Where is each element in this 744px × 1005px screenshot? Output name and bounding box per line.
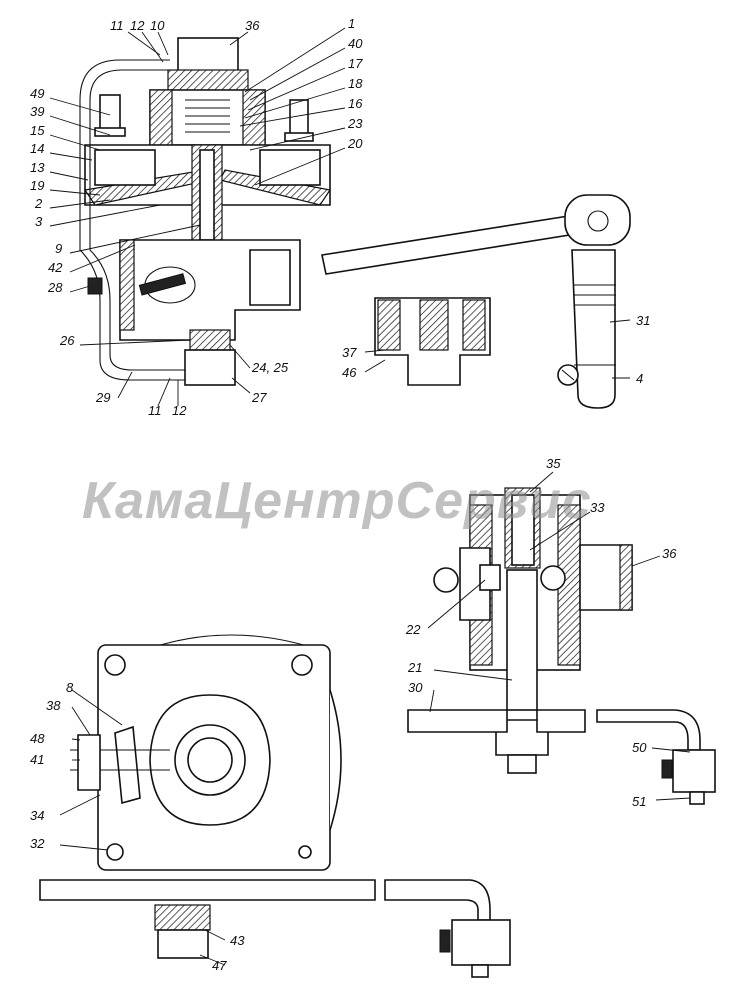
callout-label: 40 [348, 36, 363, 51]
callout-label: 36 [245, 18, 260, 33]
callout-label: 51 [632, 794, 646, 809]
callout-label: 31 [636, 313, 650, 328]
callout-label: 47 [212, 958, 227, 973]
callout-label: 39 [30, 104, 44, 119]
callout-label: 34 [30, 808, 44, 823]
callout-label: 48 [30, 731, 45, 746]
callout-label: 28 [47, 280, 63, 295]
callout-label: 30 [408, 680, 423, 695]
callout-label: 10 [150, 18, 165, 33]
callout-label: 50 [632, 740, 647, 755]
callout-label: 13 [30, 160, 45, 175]
callout-label: 26 [59, 333, 75, 348]
callout-label: 27 [251, 390, 267, 405]
callout-label: 29 [95, 390, 110, 405]
leader-lines-top-left [49, 27, 346, 407]
callout-label: 43 [230, 933, 245, 948]
callout-label: 46 [342, 365, 357, 380]
callout-label: 18 [348, 76, 363, 91]
shaft-valve-section [407, 487, 716, 805]
callout-label: 23 [347, 116, 363, 131]
callout-label: 15 [30, 123, 45, 138]
callout-label: 12 [172, 403, 187, 418]
leader-lines-mid-right [427, 471, 691, 801]
leader-lines-bottom-left [59, 689, 226, 966]
callout-label: 17 [348, 56, 363, 71]
callout-label: 3 [35, 214, 43, 229]
callout-label: 36 [662, 546, 677, 561]
callout-label: 42 [48, 260, 63, 275]
fitting-detail [364, 297, 631, 386]
callout-label: 38 [46, 698, 61, 713]
callout-label: 16 [348, 96, 363, 111]
callout-label: 49 [30, 86, 44, 101]
callout-label: 19 [30, 178, 44, 193]
callout-label: 14 [30, 141, 44, 156]
callout-label: 12 [130, 18, 145, 33]
watermark-text: КамаЦентрСервис [82, 472, 592, 530]
callout-label: 4 [636, 371, 643, 386]
callout-label: 2 [34, 196, 43, 211]
callout-label: 8 [66, 680, 74, 695]
callouts-bottom-left: 8 38 48 41 34 32 43 47 [30, 680, 245, 973]
housing-plan-view [39, 634, 511, 978]
callout-label: 9 [55, 241, 62, 256]
callout-label: 24, 25 [251, 360, 289, 375]
callouts-top-right: 31 4 37 46 [342, 313, 650, 386]
callout-label: 33 [590, 500, 605, 515]
callout-label: 32 [30, 836, 45, 851]
callout-label: 20 [347, 136, 363, 151]
callout-label: 22 [405, 622, 421, 637]
callout-label: 41 [30, 752, 44, 767]
callout-label: 37 [342, 345, 357, 360]
callout-label: 11 [148, 403, 162, 418]
lever-assembly [321, 194, 631, 409]
valve-assembly-section [79, 37, 332, 386]
callout-label: 21 [407, 660, 422, 675]
callout-label: 1 [348, 16, 355, 31]
callout-label: 11 [110, 18, 124, 33]
callouts-top-left: 11 12 10 36 1 40 17 18 16 23 20 49 39 15… [30, 16, 363, 418]
callouts-mid-right: 35 33 36 22 21 30 50 51 [405, 456, 677, 809]
callout-label: 35 [546, 456, 561, 471]
